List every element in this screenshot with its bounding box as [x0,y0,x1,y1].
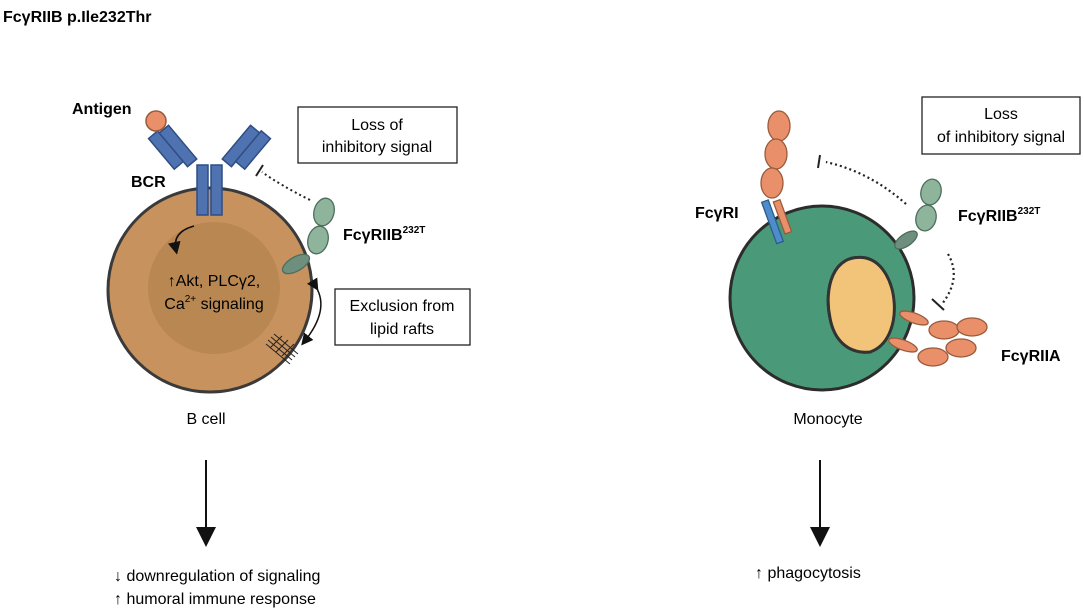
bcell-rafts-line1: Exclusion from [350,298,455,315]
monocyte-inhibit-dotted-2 [941,253,955,305]
monocyte-nucleus-fill [826,255,896,354]
monocyte-inhibit-dotted-1 [825,160,907,205]
monocyte-panel: FcγRI Loss of inhibitory signal FcγRIIB2… [695,96,1081,582]
bcell-outcome-1: ↓ downregulation of signaling [114,568,320,585]
figure-title: FcγRIIB p.Ile232Thr [3,9,152,26]
bcell-inhibit-bar [255,164,264,177]
monocyte-inhibit-line1: Loss [984,106,1018,123]
bcell-rafts-box [334,288,471,346]
bcell-inhibit-line2: inhibitory signal [322,139,432,156]
monocyte-label: Monocyte [793,411,862,428]
monocyte-fcgriib-label: FcγRIIB232T [958,206,1040,225]
fcgri-receptor [760,110,793,245]
antigen-sphere [145,110,167,132]
fcgriia-label: FcγRIIA [1001,348,1061,365]
bcell-signal-line1: ↑Akt, PLCγ2, [168,273,260,290]
bcell-rafts-line2: lipid rafts [370,321,434,338]
lipid-raft-icon [265,333,299,365]
monocyte-inhibit-bar-2 [931,298,945,311]
bcell-fcgriib-receptor [281,197,335,275]
monocyte-inhibit-bar-1 [817,154,821,169]
bcell-raft-double-arrow [301,277,322,346]
bcell-signal-arrow [168,225,195,255]
bcell-signal-line2: Ca2+ signaling [164,294,263,313]
monocyte-outcome-1: ↑ phagocytosis [755,565,861,582]
bcell-inhibit-line1: Loss of [351,117,403,134]
bcell-inner [148,222,280,354]
bcell-label: B cell [186,411,225,428]
monocyte-inhibit-line2: of inhibitory signal [937,129,1065,146]
bcell-outcome-2: ↑ humoral immune response [114,591,316,608]
fcgriia-receptor [888,310,988,367]
monocyte-inhibit-box [921,96,1081,155]
bcell-panel: Antigen BCR Loss of inhibitory signal Fc… [72,101,471,608]
bcr-receptor [147,124,272,216]
monocyte-fcgriib-receptor [894,178,942,250]
bcell-inhibit-box [297,106,458,164]
antigen-label: Antigen [72,101,132,118]
bcell-fcgriib-label: FcγRIIB232T [343,225,425,244]
fcgri-label: FcγRI [695,205,739,222]
bcell-inhibit-dotted [261,171,311,201]
bcr-label: BCR [131,174,166,191]
